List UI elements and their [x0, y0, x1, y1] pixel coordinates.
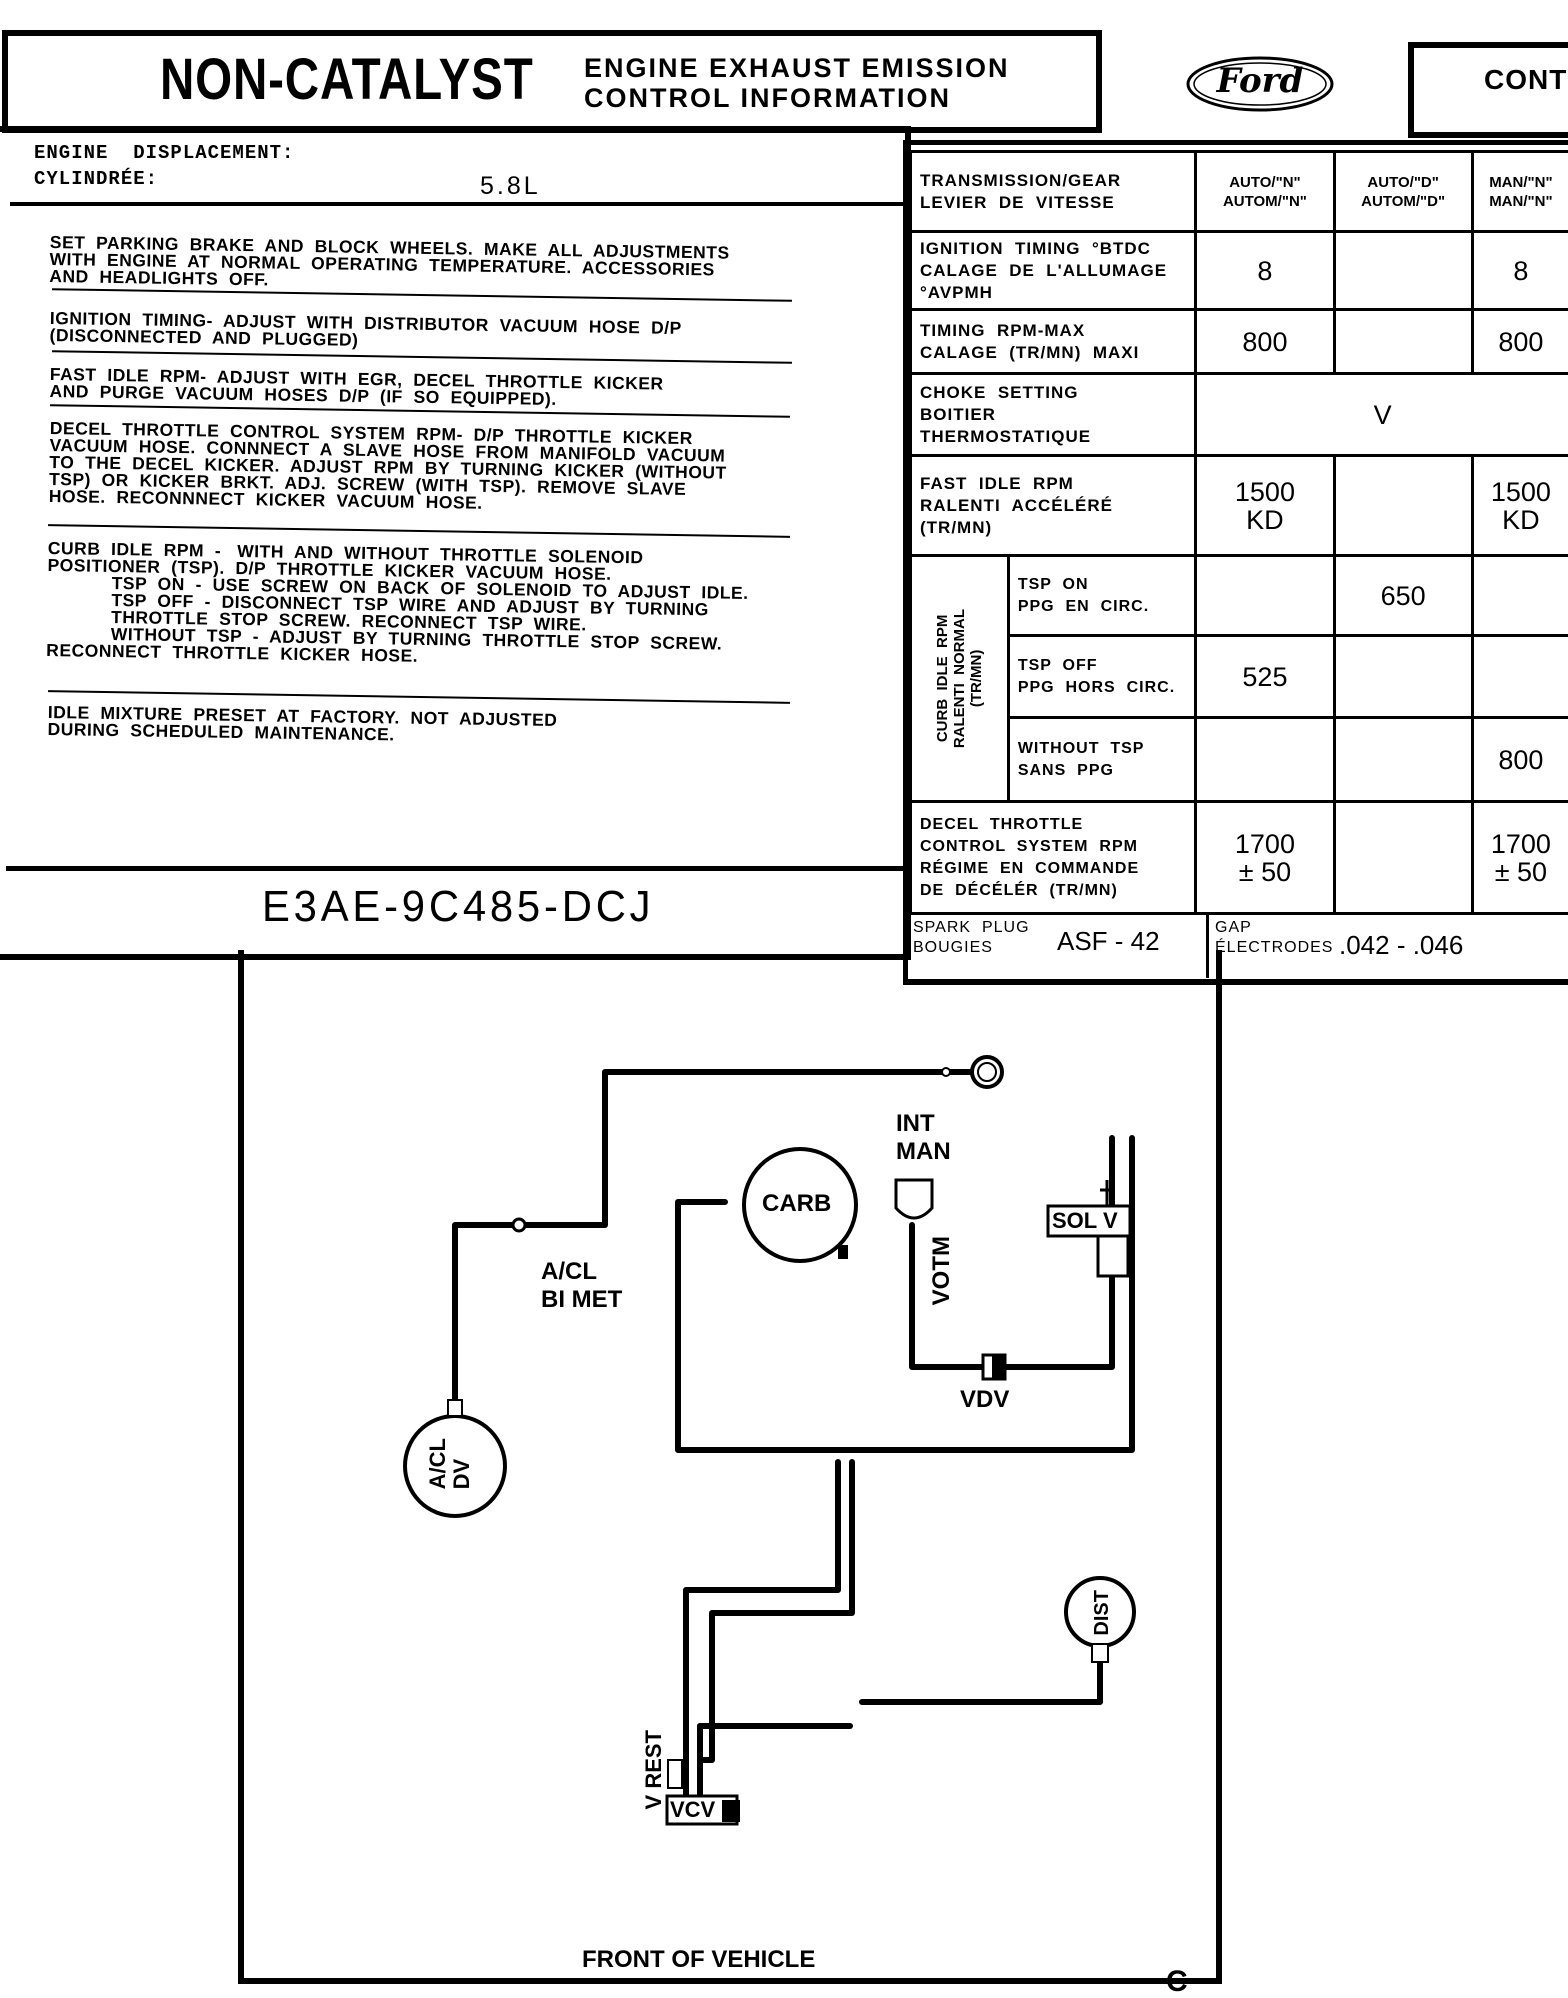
ignition-auto-d — [1332, 230, 1474, 311]
vdv-band — [992, 1355, 1005, 1379]
diagram-corner-letter: C — [1166, 1965, 1188, 1998]
gap-label: GAP ÉLECTRODES — [1215, 919, 1334, 956]
tsp-off-auto-n: 525 — [1194, 634, 1336, 719]
sol-v-body — [1046, 1204, 1132, 1238]
v-rest-label: V REST — [641, 1730, 666, 1810]
displacement-label-1: ENGINE DISPLACEMENT: — [34, 142, 295, 164]
tsp-on-man-n — [1470, 554, 1568, 637]
tsp-off-man-n — [1470, 634, 1568, 719]
sol-v-valve — [1096, 1234, 1130, 1278]
col-auto-d: AUTO/"D"AUTOM/"D" — [1332, 150, 1474, 233]
votm-shape — [894, 1178, 934, 1220]
choke-setting-label: CHOKE SETTING BOITIER THERMOSTATIQUE — [908, 372, 1198, 457]
votm-label: VOTM — [928, 1236, 955, 1306]
fast-idle-auto-d — [1332, 454, 1474, 557]
int-man-port — [970, 1055, 1004, 1089]
spark-plug-label: SPARK PLUG BOUGIES — [913, 919, 1030, 956]
tsp-on-label: TSP ON PPG EN CIRC. — [1006, 554, 1198, 637]
col-man-n: MAN/"N"MAN/"N" — [1470, 150, 1568, 233]
sol-v-label: SOL V — [1052, 1208, 1118, 1233]
decel-throttle-label: DECEL THROTTLE CONTROL SYSTEM RPM RÉGIME… — [908, 800, 1198, 915]
acl-dv-label: A/CL DV — [425, 1438, 474, 1490]
decel-man-n: 1700 ± 50 — [1470, 800, 1568, 915]
spark-plug-divider — [1206, 912, 1209, 978]
without-tsp-man-n: 800 — [1470, 716, 1568, 803]
fast-idle-auto-n: 1500 KD — [1194, 454, 1336, 557]
spark-plug-row: SPARK PLUG BOUGIES ASF - 42 GAP ÉLECTROD… — [909, 912, 1568, 978]
continued-tab: CONTR — [1408, 42, 1568, 138]
fast-idle-man-n: 1500 KD — [1470, 454, 1568, 557]
curb-idle-group-label: CURB IDLE RPM RALENTI NORMAL (TR/MN) — [909, 554, 1010, 803]
ignition-man-n: 8 — [1470, 230, 1568, 311]
displacement-value: 5.8L — [480, 172, 541, 200]
ignition-auto-n: 8 — [1194, 230, 1336, 311]
acl-dv-port — [447, 1399, 463, 1417]
vcv-end — [722, 1800, 740, 1822]
displacement-divider — [10, 202, 903, 206]
acl-bimet-fitting — [511, 1217, 527, 1233]
int-man-label: INT MAN — [896, 1110, 951, 1165]
spec-table: TRANSMISSION/GEAR LEVIER DE VITESSE AUTO… — [908, 150, 1568, 915]
acl-bimet-label: A/CL BI MET — [541, 1258, 623, 1313]
timing-rpm-auto-n: 800 — [1194, 308, 1336, 375]
tsp-on-auto-n — [1194, 554, 1336, 637]
col-auto-n: AUTO/"N"AUTOM/"N" — [1194, 150, 1336, 233]
vacuum-diagram — [238, 950, 1222, 1984]
tsp-off-label: TSP OFF PPG HORS CIRC. — [1006, 634, 1198, 719]
int-man-port-inner — [977, 1062, 997, 1082]
without-tsp-auto-d — [1332, 716, 1474, 803]
timing-rpm-man-n: 800 — [1470, 308, 1568, 375]
spark-plug-value: ASF - 42 — [1057, 926, 1160, 956]
transmission-header: TRANSMISSION/GEAR LEVIER DE VITESSE — [908, 150, 1198, 233]
v-rest-body — [667, 1759, 683, 1789]
ford-logo: Ford — [1185, 55, 1335, 113]
title-non-catalyst: NON-CATALYST — [160, 47, 534, 112]
left-panel: ENGINE DISPLACEMENT: CYLINDRÉE: 5.8L — [0, 126, 911, 960]
subtitle-line2: CONTROL INFORMATION — [584, 83, 951, 113]
dist-label: DIST — [1091, 1590, 1113, 1636]
continued-tab-text: CONTR — [1484, 64, 1568, 95]
dist-port — [1091, 1643, 1109, 1663]
decel-auto-d — [1332, 800, 1474, 915]
choke-setting-value: V — [1194, 372, 1568, 457]
carb-body — [742, 1147, 858, 1263]
timing-rpm-auto-d — [1332, 308, 1474, 375]
without-tsp-auto-n — [1194, 716, 1336, 803]
front-of-vehicle-label: FRONT OF VEHICLE — [582, 1946, 816, 1973]
ford-logo-text: Ford — [1216, 61, 1304, 101]
displacement-label-2: CYLINDRÉE: — [34, 168, 159, 190]
vdv-label: VDV — [960, 1386, 1010, 1413]
spec-table-frame — [903, 140, 1568, 985]
without-tsp-label: WITHOUT TSP SANS PPG — [1006, 716, 1198, 803]
int-man-fitting — [941, 1067, 951, 1077]
tsp-on-auto-d: 650 — [1332, 554, 1474, 637]
ignition-timing-label: IGNITION TIMING °BTDC CALAGE DE L'ALLUMA… — [908, 230, 1198, 311]
carb-port — [838, 1245, 848, 1259]
fast-idle-label: FAST IDLE RPM RALENTI ACCÉLÉRÉ (TR/MN) — [908, 454, 1198, 557]
tsp-off-auto-d — [1332, 634, 1474, 719]
decel-auto-n: 1700 ± 50 — [1194, 800, 1336, 915]
carb-label: CARB — [762, 1190, 832, 1217]
part-number: E3AE-9C485-DCJ — [262, 882, 655, 931]
gap-value: .042 - .046 — [1339, 930, 1464, 960]
sol-v-terminal — [1100, 1180, 1114, 1206]
vcv-label: VCV — [670, 1797, 716, 1822]
timing-rpm-label: TIMING RPM-MAX CALAGE (TR/MN) MAXI — [908, 308, 1198, 375]
part-number-divider — [6, 866, 904, 871]
subtitle-line1: ENGINE EXHAUST EMISSION — [584, 53, 1010, 83]
